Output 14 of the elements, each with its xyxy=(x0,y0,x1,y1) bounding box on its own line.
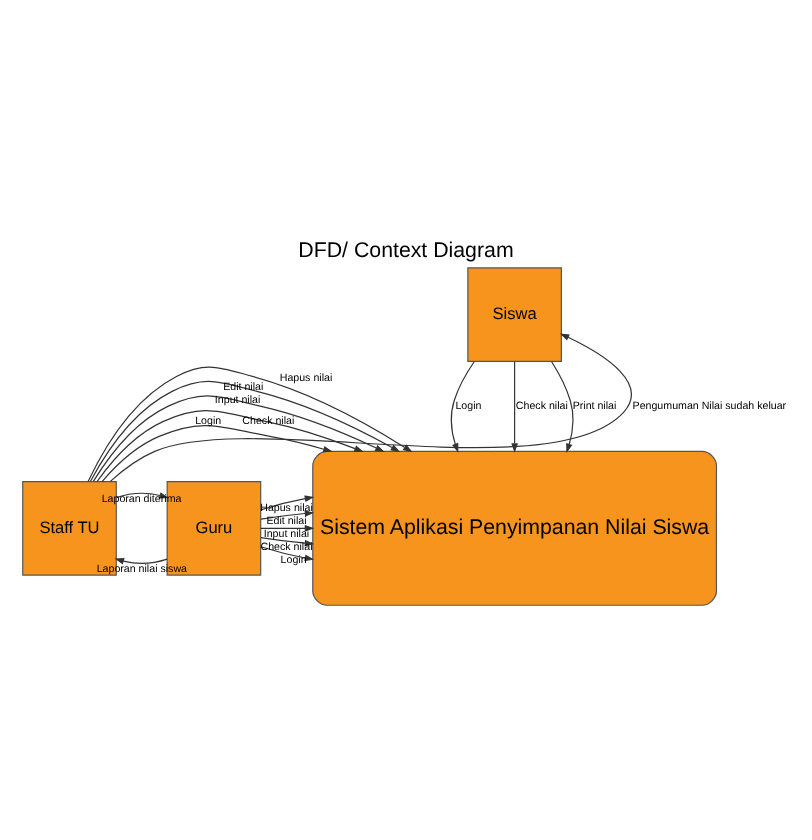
arrow xyxy=(109,333,632,482)
arrow xyxy=(87,366,413,482)
diagram-title: DFD/ Context Diagram xyxy=(298,238,514,263)
arrow xyxy=(260,510,315,520)
arrow xyxy=(114,558,168,565)
arrow xyxy=(101,424,333,483)
arrow xyxy=(260,525,315,532)
arrow xyxy=(450,361,475,453)
arrow xyxy=(551,361,574,453)
arrow xyxy=(92,395,385,482)
arrow xyxy=(96,410,364,482)
node-box: Sistem Aplikasi Penyimpanan Nilai Siswa xyxy=(312,450,718,606)
arrow xyxy=(511,361,518,453)
arrow xyxy=(89,380,401,482)
